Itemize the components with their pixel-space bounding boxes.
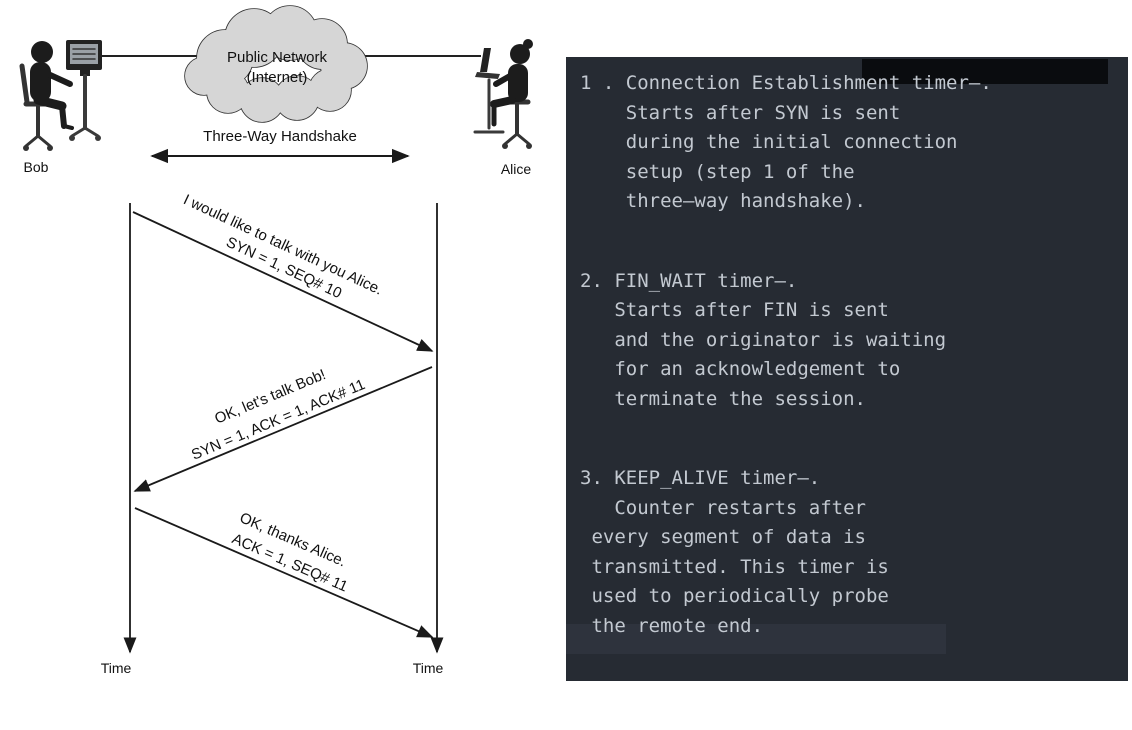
message-2-arrow [133,366,433,492]
handshake-diagram: Public Network (Internet) Bob Alice Thre… [19,5,533,676]
alice-label: Alice [501,161,532,177]
note-fin-wait-timer: 2. FIN_WAIT timer—. Starts after FIN is … [580,269,947,410]
timer-notes-panel: 1 . Connection Establishment timer—. Sta… [566,57,1128,681]
message-1-arrow [132,211,434,352]
alice-figure [473,39,533,149]
cloud-label-line1: Public Network [227,49,328,66]
time-label-left: Time [101,660,132,676]
cloud-shape: Public Network (Internet) [184,5,368,123]
cloud-label-line2: (Internet) [247,69,308,86]
bob-label: Bob [24,159,49,175]
handshake-label: Three-Way Handshake [203,128,357,145]
highlight-strip [566,624,946,654]
bob-computer-icon [66,40,102,141]
bob-figure [19,40,102,151]
note-keep-alive-timer: 3. KEEP_ALIVE timer—. Counter restarts a… [580,467,889,637]
alice-laptop-icon [473,48,505,134]
timer-notes-body: 1 . Connection Establishment timer—. Sta… [566,57,1128,681]
time-label-right: Time [413,660,444,676]
redaction-strip [862,59,1108,84]
message-3-arrow [134,507,434,638]
note-connection-establishment-timer: 1 . Connection Establishment timer—. Sta… [580,72,992,212]
